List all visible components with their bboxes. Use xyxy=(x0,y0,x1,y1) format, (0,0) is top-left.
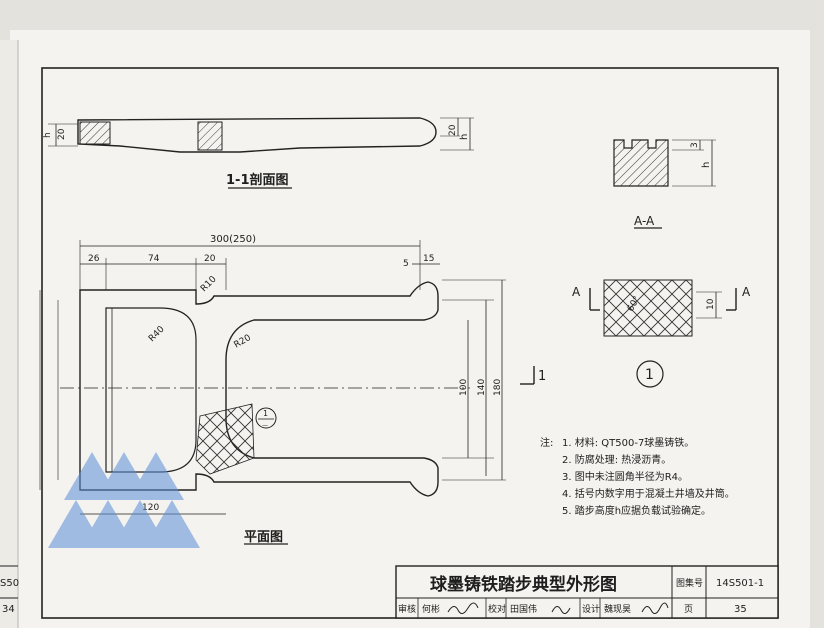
page-label: 页 xyxy=(684,604,693,615)
left-page-strip xyxy=(0,40,18,628)
note-item-5: 5. 踏步高度h应据负载试验确定。 xyxy=(562,504,711,517)
left-atlas-fragment: S50 xyxy=(0,578,19,589)
callout-bottom: — xyxy=(262,422,268,429)
dim-100: 100 xyxy=(459,379,469,396)
dim-section-h: h xyxy=(459,134,470,140)
atlas-number: 14S501-1 xyxy=(716,578,764,589)
detail-marker-1: 1 xyxy=(645,367,654,383)
section-marker-a-right: A xyxy=(742,285,751,299)
section-aa-label: A-A xyxy=(634,214,655,228)
dim-26: 26 xyxy=(88,254,100,264)
plan-view-label: 平面图 xyxy=(244,530,283,545)
watermark-logo xyxy=(48,452,200,548)
atlas-label: 图集号 xyxy=(676,577,703,589)
section-marker-a-left: A xyxy=(572,285,581,299)
section-aa-view: 3 h A-A xyxy=(613,139,716,229)
notes-block: 注: 1. 材料: QT500-7球墨铸铁。 2. 防腐处理: 热浸沥青。 3.… xyxy=(540,436,735,517)
design-label: 设计 xyxy=(582,603,600,615)
design-name: 魏现昊 xyxy=(604,603,631,615)
note-item-3: 3. 图中未注圆角半径为R4。 xyxy=(562,470,688,483)
check-name: 田国伟 xyxy=(510,603,537,615)
dim-140: 140 xyxy=(477,379,487,396)
plan-view: 300(250) 26 74 20 5 15 R10 R40 R20 1 — xyxy=(39,234,546,545)
dim-120: 120 xyxy=(142,503,159,513)
check-label: 校对 xyxy=(488,603,506,615)
left-page-fragment: S50 34 xyxy=(0,565,19,615)
dim-overall-300: 300(250) xyxy=(210,234,256,245)
callout-top: 1 xyxy=(263,409,268,418)
dim-10: 10 xyxy=(706,298,716,310)
review-label: 审核 xyxy=(398,603,416,615)
dim-left-20: 20 xyxy=(57,128,67,140)
notes-prefix: 注: xyxy=(540,436,553,449)
dim-180: 180 xyxy=(493,379,503,396)
dim-h-aa: h xyxy=(701,162,712,168)
dim-74: 74 xyxy=(148,254,160,264)
check-signature xyxy=(551,606,571,614)
section-1-1-view: 20 h 20 h 1-1剖面图 xyxy=(43,117,474,189)
dim-15: 15 xyxy=(423,254,434,264)
design-signature xyxy=(641,602,669,614)
section-marker-1: 1 xyxy=(538,369,546,384)
drawing-title: 球墨铸铁踏步典型外形图 xyxy=(430,574,617,595)
dim-left-h: h xyxy=(43,132,53,138)
left-page-fragment-number: 34 xyxy=(2,604,15,615)
title-block: 球墨铸铁踏步典型外形图 图集号 14S501-1 审核 何彬 校对 田国伟 设计… xyxy=(395,565,779,619)
dim-5: 5 xyxy=(403,259,409,269)
dim-20-plan: 20 xyxy=(204,254,216,264)
note-item-1: 1. 材料: QT500-7球墨铸铁。 xyxy=(562,436,694,449)
note-item-4: 4. 括号内数字用于混凝土井墙及井筒。 xyxy=(562,487,735,500)
dim-3: 3 xyxy=(690,142,700,148)
section-1-1-label: 1-1剖面图 xyxy=(226,172,289,188)
review-name: 何彬 xyxy=(422,603,440,615)
page-number: 35 xyxy=(734,604,747,615)
dim-section-20: 20 xyxy=(448,124,458,136)
note-item-2: 2. 防腐处理: 热浸沥青。 xyxy=(562,453,671,466)
review-signature xyxy=(447,602,479,614)
detail-1-view: A A 60° 10 1 xyxy=(572,279,751,388)
